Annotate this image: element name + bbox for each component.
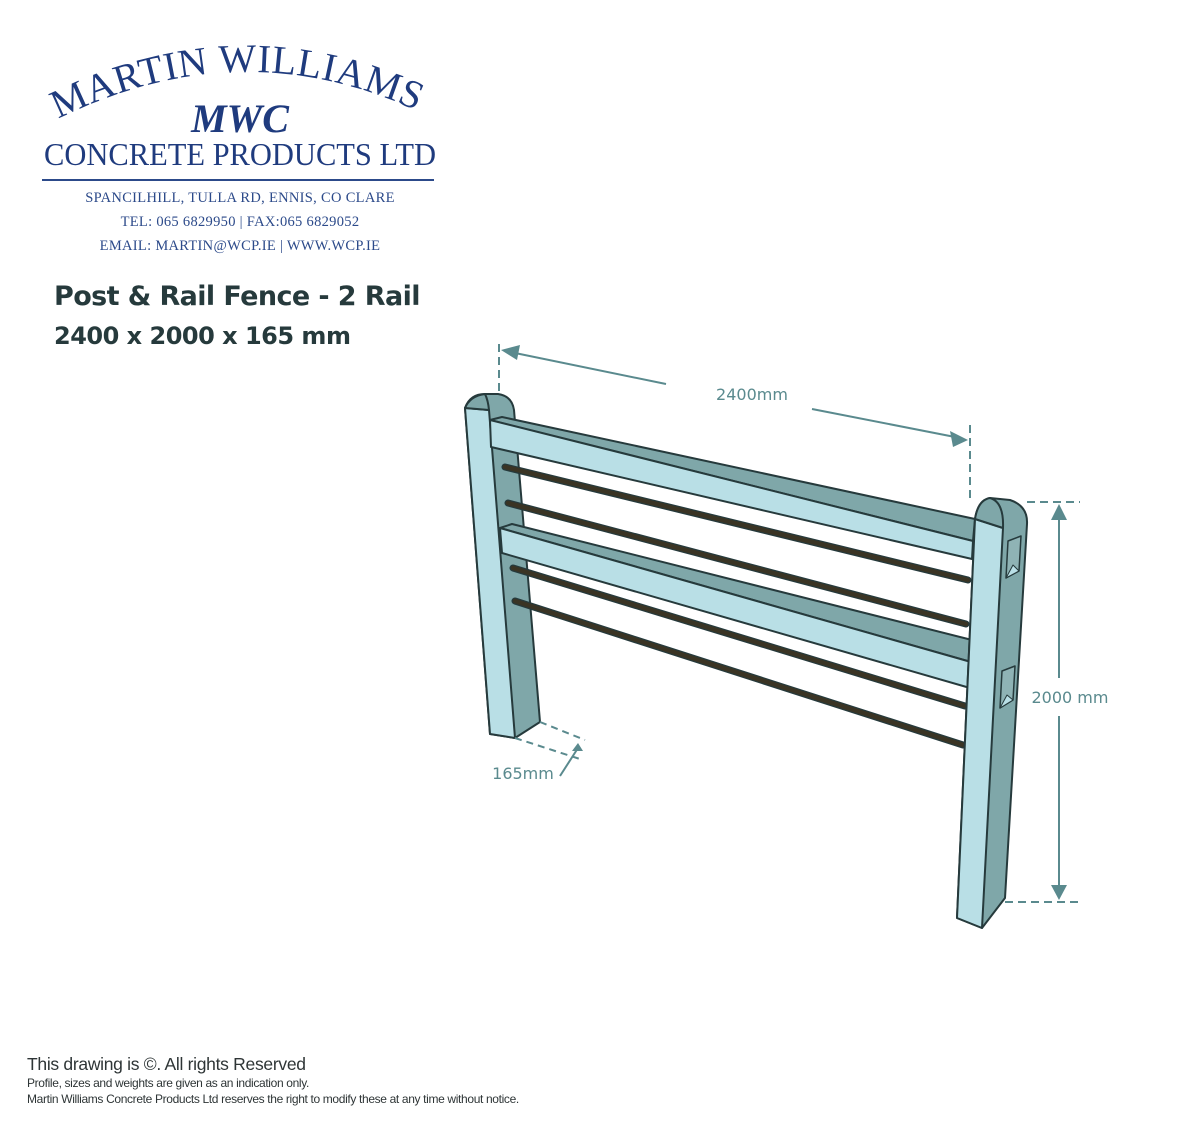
product-dimensions: 2400 x 2000 x 165 mm: [54, 322, 351, 350]
left-post: [464, 393, 541, 739]
product-title: Post & Rail Fence - 2 Rail: [54, 281, 421, 312]
company-logo: MARTIN WILLIAMS MWC CONCRETE PRODUCTS LT…: [30, 40, 450, 260]
width-label: 2400mm: [716, 385, 788, 404]
disclaimer-text-1: Profile, sizes and weights are given as …: [27, 1076, 309, 1090]
footer: This drawing is ©. All rights Reserved P…: [27, 1053, 519, 1107]
address-text: SPANCILHILL, TULLA RD, ENNIS, CO CLARE: [85, 190, 395, 206]
email-web-text: EMAIL: MARTIN@WCP.IE | WWW.WCP.IE: [99, 238, 381, 254]
height-dimension: [1005, 501, 1080, 903]
disclaimer-text-2: Martin Williams Concrete Products Ltd re…: [27, 1092, 519, 1106]
copyright-text: This drawing is ©. All rights Reserved: [27, 1054, 306, 1074]
top-rail: [489, 416, 976, 560]
wire-rods: [501, 463, 972, 749]
width-dimension: [498, 344, 971, 498]
monogram: MWC: [190, 96, 290, 141]
depth-dimension: [514, 721, 586, 777]
phone-fax-text: TEL: 065 6829950 | FAX:065 6829052: [120, 214, 360, 230]
company-name-line2: CONCRETE PRODUCTS LTD: [44, 136, 436, 172]
contact-block: SPANCILHILL, TULLA RD, ENNIS, CO CLARE T…: [30, 186, 450, 258]
depth-label: 165mm: [492, 764, 554, 783]
right-post: [956, 497, 1029, 929]
height-label: 2000 mm: [1032, 688, 1109, 707]
